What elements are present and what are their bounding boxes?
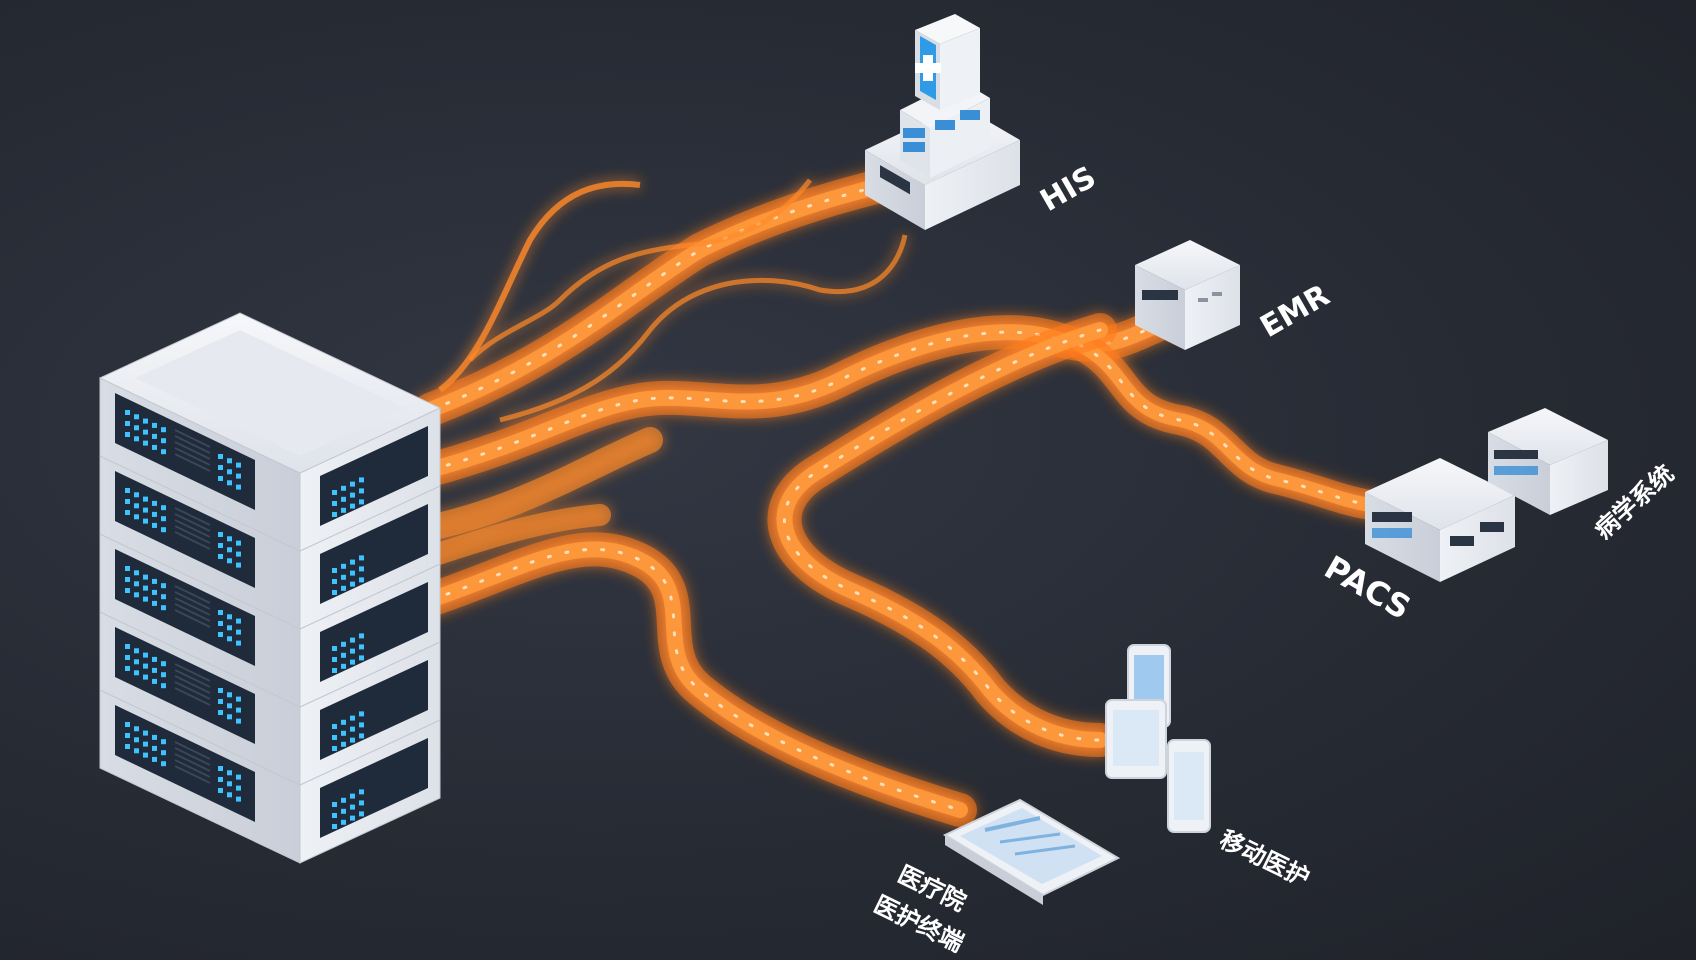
server-unit — [99, 455, 441, 630]
label-his: HIS — [1035, 160, 1103, 219]
smartphone-tablet-icon — [1105, 644, 1211, 833]
medical-workstation-icon — [865, 14, 1020, 230]
label-emr: EMR — [1255, 278, 1336, 345]
flow-to-pacs — [1065, 330, 1385, 520]
server-unit — [99, 689, 441, 864]
label-mobile-care: 移动医护 — [1215, 825, 1314, 892]
server-rack-icon — [98, 312, 442, 864]
server-unit — [99, 611, 441, 786]
server-top-panel — [135, 330, 405, 456]
pacs-server-icon — [1365, 458, 1515, 582]
tablet-terminal-icon — [942, 798, 1121, 905]
flow-bundle-core — [407, 427, 663, 571]
flow-to-terminal — [413, 532, 977, 827]
emr-server-icon — [1135, 240, 1240, 350]
flow-wisps — [438, 178, 908, 423]
server-unit — [99, 377, 441, 552]
lab-system-server-icon — [1488, 408, 1608, 515]
flow-to-mobile — [767, 313, 1117, 757]
server-unit — [99, 533, 441, 708]
data-flow-streams — [407, 158, 1385, 827]
flow-to-his — [413, 158, 942, 427]
